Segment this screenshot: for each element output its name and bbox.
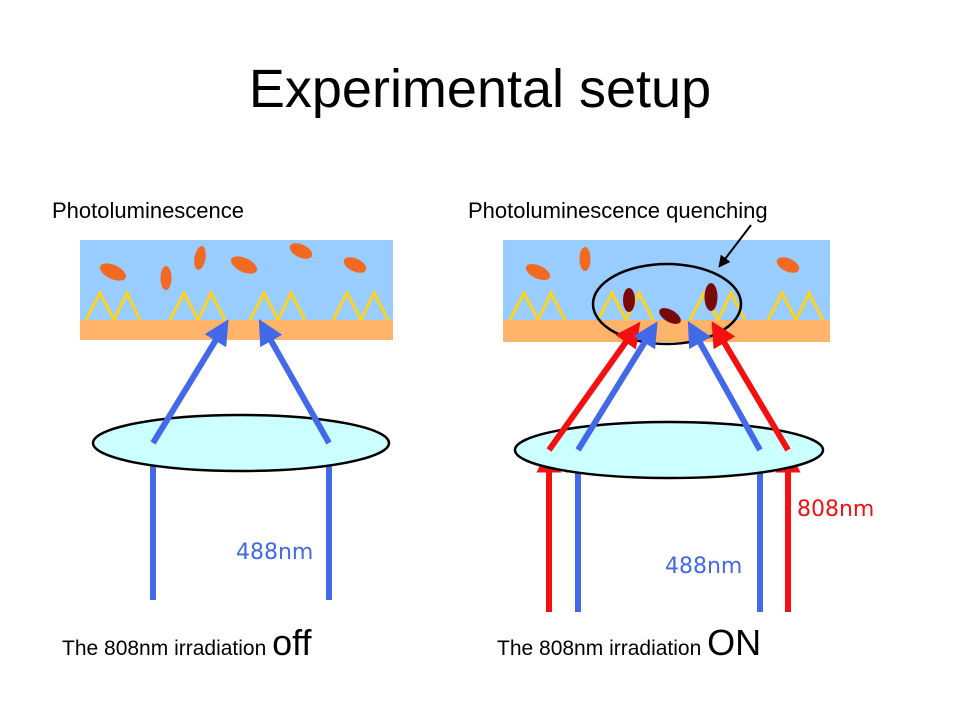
left-sample: [80, 240, 393, 340]
right-wavelength-808-label: 808nm: [797, 497, 875, 522]
right-pyramids: [508, 289, 825, 321]
right-quenched-particles: [623, 283, 718, 324]
left-caption: The 808nm irradiation off: [62, 622, 312, 664]
left-beam-488-focus-right: [258, 319, 332, 445]
left-particles: [99, 243, 367, 290]
right-wavelength-488-label: 488nm: [665, 554, 743, 579]
right-caption-state: ON: [707, 622, 762, 663]
right-lens: [513, 420, 825, 480]
right-medium: [503, 240, 830, 320]
left-caption-prefix: The 808nm irradiation: [62, 637, 273, 660]
right-sample: [503, 240, 830, 346]
quenching-region-circle: [591, 262, 743, 346]
left-lens: [91, 413, 391, 473]
left-caption-state: off: [272, 622, 312, 663]
left-beam-488-focus-left: [150, 319, 229, 445]
left-panel-label: Photoluminescence: [52, 198, 245, 223]
right-substrate: [503, 320, 830, 342]
right-caption-prefix: The 808nm irradiation: [497, 637, 708, 660]
right-particles: [525, 247, 800, 281]
quenching-callout-arrow: [718, 224, 752, 268]
right-caption: The 808nm irradiation ON: [497, 622, 761, 664]
right-panel-label: Photoluminescence quenching: [468, 198, 768, 223]
right-beam-808-focus-left: [546, 321, 641, 452]
right-beam-488-focus-right: [687, 321, 763, 452]
left-medium: [80, 240, 393, 320]
left-substrate: [80, 320, 393, 340]
slide-title: Experimental setup: [248, 59, 712, 119]
left-pyramids: [84, 289, 390, 321]
left-wavelength-488-label: 488nm: [236, 540, 314, 565]
right-beam-808-focus-right: [711, 321, 791, 452]
right-beam-488-focus-left: [575, 321, 658, 452]
